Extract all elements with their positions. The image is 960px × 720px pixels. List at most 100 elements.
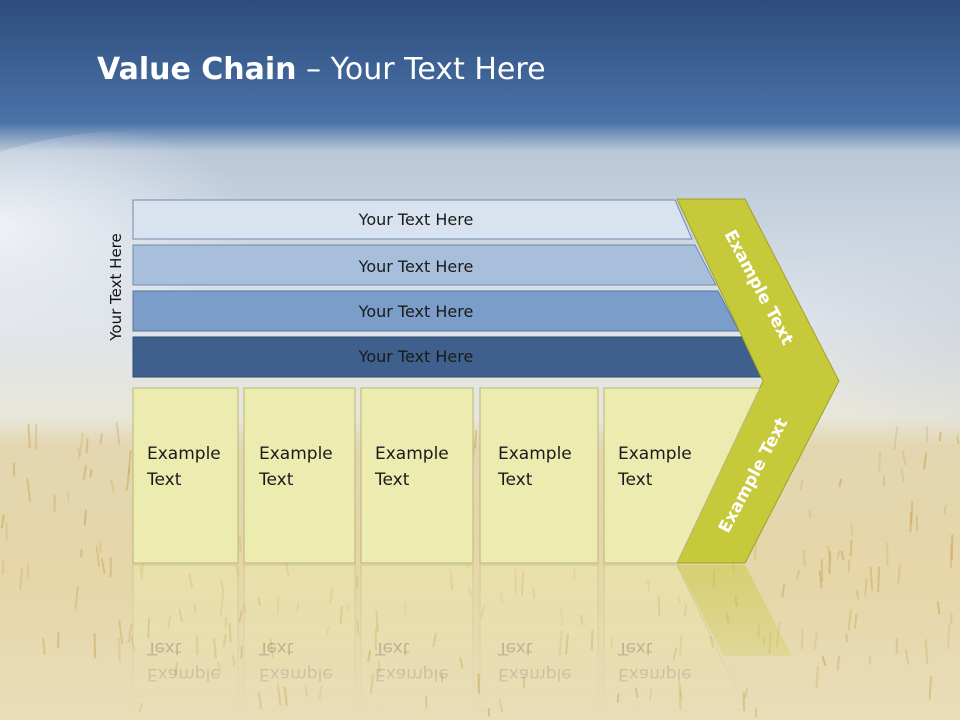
wheat-stalk <box>125 468 131 491</box>
row-label-4: Your Text Here <box>358 347 474 366</box>
wheat-stalk <box>836 655 841 671</box>
reflection-text-4a: Example <box>498 664 572 684</box>
wheat-stalk <box>110 479 115 494</box>
wheat-stalk <box>845 633 849 643</box>
wheat-stalk <box>799 479 804 491</box>
wheat-stalk <box>781 583 786 598</box>
wheat-stalk <box>936 601 941 615</box>
reflection-text-5a: Example <box>618 664 692 684</box>
wheat-stalk <box>836 550 841 560</box>
wheat-stalk <box>901 450 907 466</box>
wheat-stalk <box>118 620 124 645</box>
wheat-stalk <box>77 447 81 460</box>
wheat-stalk <box>127 623 133 643</box>
wheat-stalk <box>26 477 32 503</box>
wheat-stalk <box>922 452 928 470</box>
wheat-stalk <box>847 609 852 631</box>
chevron-arrow <box>676 198 840 564</box>
reflection-text-4b: Text <box>497 638 533 658</box>
activity-box-5-line1: Example <box>618 444 692 464</box>
wheat-stalk <box>115 421 121 445</box>
wheat-stalk <box>938 431 942 442</box>
row-label-1: Your Text Here <box>358 210 474 229</box>
activity-box-5 <box>603 387 761 564</box>
title-bold: Value Chain <box>97 52 297 87</box>
activity-box-1-line1: Example <box>147 444 221 464</box>
activity-box-3-line2: Text <box>374 470 410 490</box>
wheat-stalk <box>864 577 868 596</box>
wheat-stalk <box>943 504 948 515</box>
reflection-box-4 <box>479 564 599 720</box>
reflection-chevron <box>677 565 792 656</box>
support-activity-rows: Your Text Here Your Text Here Your Text … <box>132 199 765 378</box>
reflection-text-1b: Text <box>146 638 182 658</box>
title-rest: – Your Text Here <box>296 52 546 87</box>
wheat-stalk <box>802 550 806 567</box>
row-band-2 <box>132 244 717 286</box>
row-label-2: Your Text Here <box>358 257 474 276</box>
reflection-text-2a: Example <box>259 664 333 684</box>
row-band-1 <box>132 199 693 240</box>
wheat-stalk <box>855 589 860 600</box>
wheat-stalk <box>840 550 845 561</box>
wheat-stalk <box>240 646 243 659</box>
activity-box-5-line2: Text <box>617 470 653 490</box>
wheat-stalk <box>473 430 478 449</box>
activity-box-2 <box>243 387 356 564</box>
activity-box-4-line1: Example <box>498 444 572 464</box>
wheat-stalk <box>85 437 89 454</box>
wheat-stalk <box>82 464 88 480</box>
activity-box-4-line2: Text <box>497 470 533 490</box>
wheat-stalk <box>89 469 93 478</box>
activity-box-3 <box>360 387 474 564</box>
wheat-stalk <box>849 539 853 557</box>
wheat-stalk <box>808 509 812 519</box>
wheat-stalk <box>27 423 31 449</box>
reflection-text-3b: Text <box>374 638 410 658</box>
wheat-stalk <box>100 558 106 575</box>
activity-box-2-line1: Example <box>259 444 333 464</box>
wheat-stalk <box>910 501 914 526</box>
reflection-box-3 <box>360 564 474 720</box>
wheat-stalk <box>127 450 132 474</box>
reflection-box-2 <box>243 564 356 720</box>
activity-box-2-line2: Text <box>258 470 294 490</box>
diagram-reflection: Example Text Example Text Example Text E… <box>132 564 792 720</box>
wheat-stalk <box>813 631 818 651</box>
reflection-text-5b: Text <box>617 638 653 658</box>
wheat-stalk <box>238 535 242 553</box>
activity-box-3-line1: Example <box>375 444 449 464</box>
slide-title: Value Chain – Your Text Here <box>97 52 546 87</box>
wheat-stalk <box>74 585 80 609</box>
wheat-stalk <box>869 567 874 591</box>
wheat-stalk <box>795 569 801 581</box>
primary-activity-boxes: Example Text Example Text Example Text E… <box>132 387 761 564</box>
wheat-stalk <box>854 613 858 629</box>
activity-box-4 <box>479 387 599 564</box>
wheat-stalk <box>821 655 827 667</box>
wheat-stalk <box>928 675 933 700</box>
wheat-stalk <box>893 426 899 450</box>
wheat-stalk <box>83 509 87 526</box>
wheat-stalk <box>877 566 880 593</box>
row-label-3: Your Text Here <box>358 302 474 321</box>
wheat-stalk <box>78 432 84 457</box>
wheat-stalk <box>818 570 823 588</box>
wheat-stalk <box>949 613 953 625</box>
wheat-stalk <box>900 468 905 483</box>
wheat-stalk <box>878 451 882 473</box>
wheat-stalk <box>356 619 360 636</box>
reflection-text-3a: Example <box>375 664 449 684</box>
activity-box-1-line2: Text <box>146 470 182 490</box>
wheat-stalk <box>956 435 960 445</box>
wheat-stalk <box>800 628 804 650</box>
wheat-stalk <box>19 567 24 591</box>
wheat-stalk <box>98 541 102 554</box>
wheat-stalk <box>42 637 46 655</box>
reflection-text-2b: Text <box>258 638 294 658</box>
wheat-stalk <box>897 564 901 584</box>
wheat-stalk <box>947 624 951 649</box>
wheat-stalk <box>117 637 122 663</box>
activity-box-1 <box>132 387 239 564</box>
